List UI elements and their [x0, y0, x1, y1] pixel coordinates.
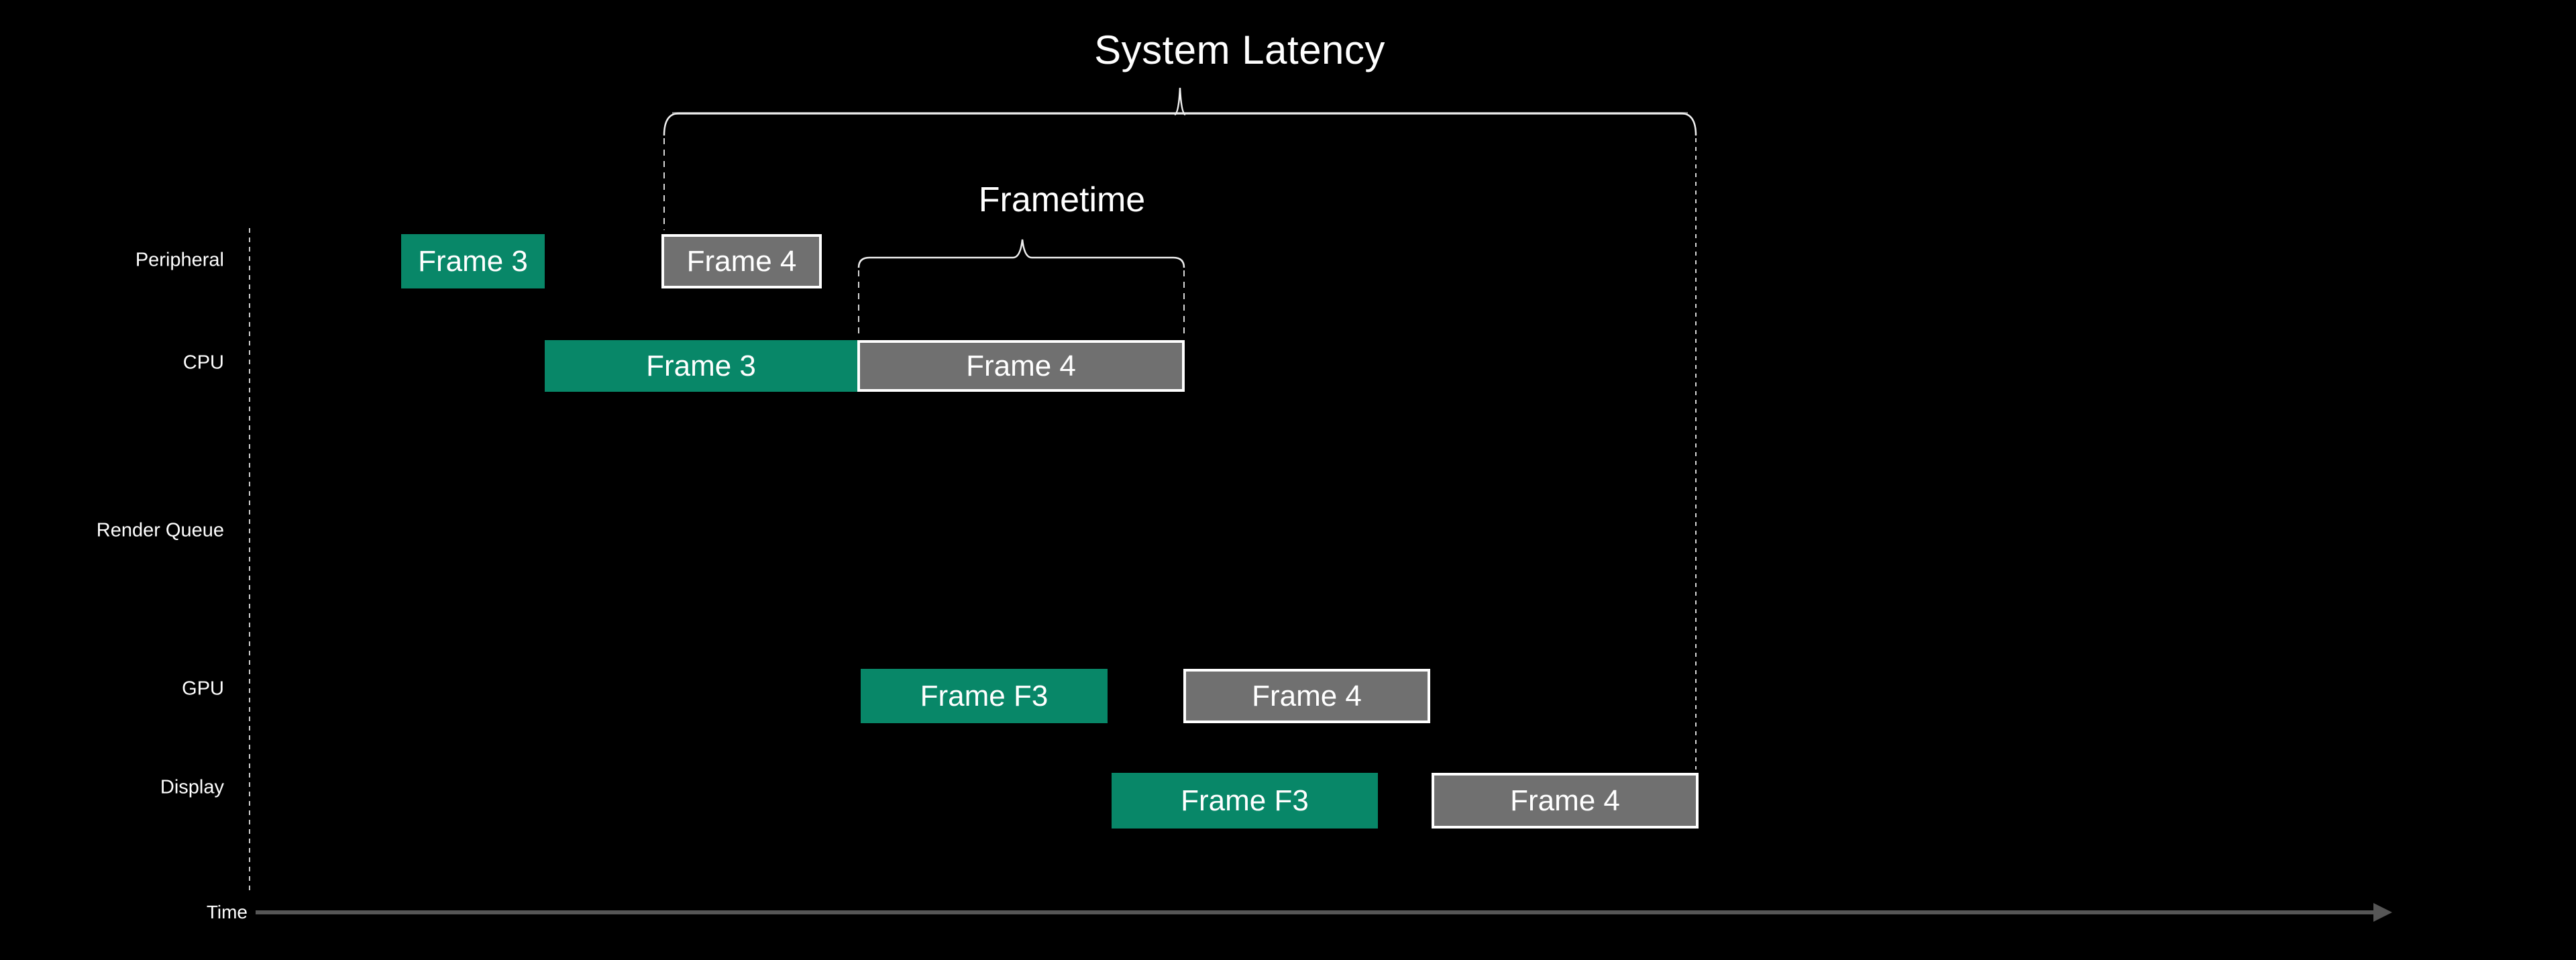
bar-peripheral-frame-3: Frame 3	[401, 234, 545, 288]
frametime-label: Frametime	[978, 180, 1146, 219]
time-axis-label: Time	[206, 902, 248, 922]
page-title: System Latency	[1094, 28, 1385, 72]
bar-label: Frame F3	[1181, 784, 1309, 817]
bar-cpu-frame-3: Frame 3	[545, 340, 857, 392]
bar-label: Frame 3	[646, 349, 756, 382]
bar-label: Frame 4	[1510, 784, 1620, 817]
bar-display-frame-4: Frame 4	[1432, 773, 1699, 829]
frametime-brace	[857, 239, 1185, 268]
bar-gpu-frame-4: Frame 4	[1183, 669, 1430, 723]
system-latency-brace	[663, 112, 1697, 136]
system-latency-brace-pointer	[1174, 87, 1186, 116]
bar-label: Frame 3	[418, 244, 528, 278]
bar-display-frame-f3: Frame F3	[1112, 773, 1378, 829]
row-label-peripheral: Peripheral	[135, 249, 224, 271]
bar-label: Frame 4	[686, 244, 797, 278]
bar-label: Frame F3	[920, 679, 1049, 712]
bar-label: Frame 4	[966, 349, 1076, 382]
row-label-gpu: GPU	[182, 678, 224, 700]
time-axis-arrowhead-icon	[2373, 903, 2392, 922]
row-label-render-queue: Render Queue	[96, 519, 224, 541]
row-label-display: Display	[160, 776, 224, 798]
row-label-cpu: CPU	[182, 352, 224, 374]
bar-cpu-frame-4: Frame 4	[857, 340, 1185, 392]
bar-peripheral-frame-4: Frame 4	[661, 234, 822, 288]
bar-gpu-frame-f3: Frame F3	[861, 669, 1108, 723]
bar-label: Frame 4	[1252, 679, 1362, 712]
